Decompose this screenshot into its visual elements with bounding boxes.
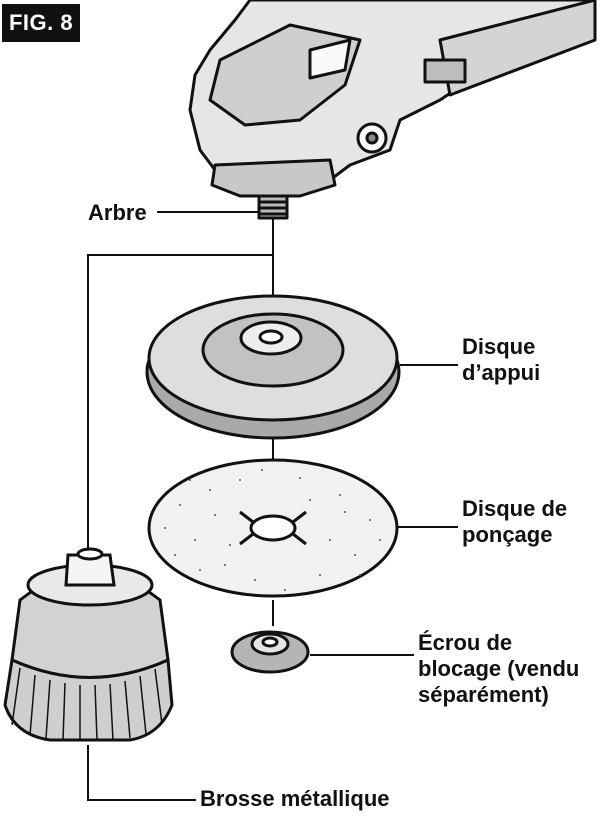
label-brosse: Brosse métallique bbox=[200, 786, 390, 812]
lock-nut bbox=[230, 630, 310, 674]
grinder-grip-clip bbox=[423, 58, 467, 84]
label-disque-appui: Disque d’appui bbox=[462, 334, 540, 386]
grinder-switch bbox=[308, 38, 352, 80]
leader-brosse-top bbox=[87, 254, 273, 560]
label-ecrou-line2: blocage (vendu bbox=[418, 656, 580, 681]
leader-brosse-bottom bbox=[87, 745, 196, 801]
angle-grinder bbox=[188, 0, 597, 220]
label-ecrou-line1: Écrou de bbox=[418, 630, 513, 655]
label-disque-poncage-line1: Disque de bbox=[462, 496, 568, 521]
label-ecrou-line3: séparément) bbox=[418, 682, 549, 707]
wire-cup-brush bbox=[3, 547, 174, 742]
label-brosse-text: Brosse métallique bbox=[200, 786, 390, 811]
brush-nut-hole bbox=[76, 547, 104, 561]
lock-nut-hole bbox=[261, 636, 279, 648]
label-disque-appui-line2: d’appui bbox=[462, 360, 541, 385]
grinder-knob-center bbox=[365, 131, 379, 145]
label-disque-poncage-line2: ponçage bbox=[462, 522, 553, 547]
label-arbre-text: Arbre bbox=[88, 200, 147, 225]
grinder-head bbox=[210, 158, 337, 198]
label-disque-poncage: Disque de ponçage bbox=[462, 496, 567, 548]
sanding-disc bbox=[147, 458, 399, 598]
figure-badge: FIG. 8 bbox=[2, 4, 80, 42]
label-arbre: Arbre bbox=[88, 200, 147, 226]
sanding-disc-grit bbox=[164, 469, 381, 591]
label-disque-appui-line1: Disque bbox=[462, 334, 536, 359]
sanding-disc-center-cut bbox=[239, 510, 307, 546]
brush-bristle-lines bbox=[11, 667, 163, 741]
backing-pad bbox=[145, 294, 401, 440]
backing-pad-hole bbox=[258, 329, 284, 345]
leader-lines bbox=[87, 211, 458, 801]
label-ecrou: Écrou de blocage (vendu séparément) bbox=[418, 630, 579, 708]
